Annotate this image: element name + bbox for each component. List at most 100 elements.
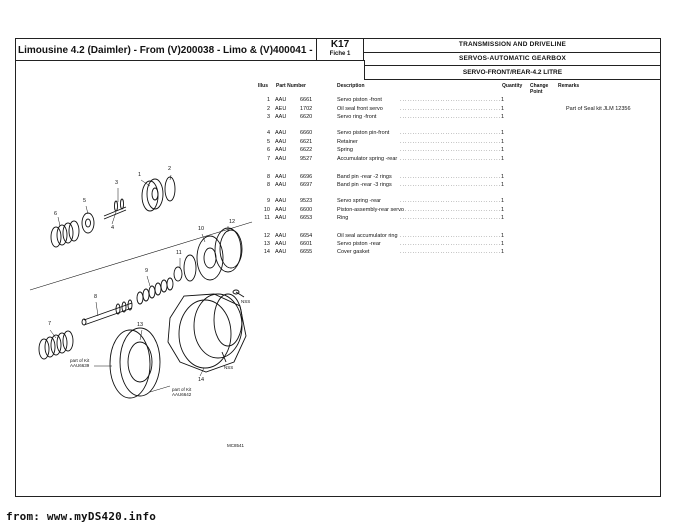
part-description: Oil seal front servo xyxy=(337,106,383,112)
col-illus: Illus xyxy=(258,83,269,89)
illustration-reference: MC8541 xyxy=(227,443,245,448)
callout-10: 10 xyxy=(198,226,205,232)
part-quantity: 1 xyxy=(501,207,505,213)
callout-5: 5 xyxy=(83,198,87,204)
part-quantity: 1 xyxy=(501,97,505,103)
callout-2: 2 xyxy=(168,166,172,172)
illus-number: 9 xyxy=(266,198,270,204)
fiche-number: Fiche 1 xyxy=(329,51,351,57)
part-prefix: AAU xyxy=(275,139,287,145)
part-description: Piston-assembly-rear servo xyxy=(337,207,404,213)
part-description: Retainer xyxy=(337,139,358,145)
callout-3: 3 xyxy=(115,180,119,186)
part-number: 6620 xyxy=(300,114,313,120)
part-prefix: AAU xyxy=(275,233,287,239)
group-box: TRANSMISSION AND DRIVELINE SERVOS-AUTOMA… xyxy=(364,38,661,66)
part-number: 6696 xyxy=(300,174,313,180)
part-description: Servo spring -rear xyxy=(337,198,382,204)
page-frame xyxy=(15,38,661,497)
dot-leader: ........................................… xyxy=(400,139,500,145)
part-description: Cover gasket xyxy=(337,249,370,255)
part-quantity: 1 xyxy=(501,156,505,162)
callout-6: 6 xyxy=(54,211,58,217)
dot-leader: ........................................… xyxy=(400,215,500,221)
illus-number: 3 xyxy=(266,114,270,120)
subgroup-title: SERVOS-AUTOMATIC GEARBOX xyxy=(458,55,566,62)
group-title: TRANSMISSION AND DRIVELINE xyxy=(364,38,661,53)
part-description: Band pin -rear -3 rings xyxy=(337,182,392,188)
dot-leader: ........................................… xyxy=(400,174,500,180)
leader-lines xyxy=(49,174,229,393)
source-footer: from: www.myDS420.info xyxy=(6,510,157,523)
part-prefix: AAU xyxy=(275,97,287,103)
callout-1: 1 xyxy=(138,172,142,178)
illus-number: 4 xyxy=(266,130,270,136)
ring-part xyxy=(173,266,183,282)
callout-14: 14 xyxy=(198,377,205,383)
illus-number: 7 xyxy=(266,156,270,162)
col-remarks: Remarks xyxy=(558,83,580,89)
part-quantity: 1 xyxy=(501,174,505,180)
spring-front-part xyxy=(50,220,80,248)
part-description: Band pin -rear -2 rings xyxy=(337,174,392,180)
part-number: 9523 xyxy=(300,198,313,204)
part-description: Accumulator spring -rear xyxy=(337,156,398,162)
illus-number: 11 xyxy=(264,215,270,221)
retainer-part xyxy=(81,212,95,234)
col-change-point-2: Point xyxy=(530,89,543,95)
dot-leader: ........................................… xyxy=(400,241,500,247)
kit-note-left-line1: part of Kit xyxy=(70,358,90,363)
part-prefix: AAU xyxy=(275,249,287,255)
rear-servo-piston-part xyxy=(109,327,161,399)
cover-gasket-part xyxy=(167,293,247,373)
part-prefix: AAU xyxy=(275,174,287,180)
axis-line xyxy=(29,221,253,291)
callout-13: 13 xyxy=(137,322,144,328)
part-quantity: 1 xyxy=(501,182,505,188)
callout-7: 7 xyxy=(48,321,52,327)
part-quantity: 1 xyxy=(501,139,505,145)
callout-nss-lower: NSS xyxy=(224,365,234,370)
section-title: SERVO-FRONT/REAR-4.2 LITRE xyxy=(364,66,661,80)
part-number: 6655 xyxy=(300,249,313,255)
part-description: Ring xyxy=(337,215,349,221)
part-number: 6621 xyxy=(300,139,313,145)
fiche-code: K17 xyxy=(330,39,350,50)
part-quantity: 1 xyxy=(501,114,505,120)
part-number: 6601 xyxy=(300,241,313,247)
part-prefix: AAU xyxy=(275,207,287,213)
part-description: Servo ring -front xyxy=(337,114,377,120)
part-prefix: AAU xyxy=(275,156,287,162)
part-prefix: AAU xyxy=(275,198,287,204)
dot-leader: ........................................… xyxy=(400,233,500,239)
part-quantity: 1 xyxy=(501,106,505,112)
rear-piston-assembly-part xyxy=(183,235,224,282)
kit-note-right-line2: AAU6642 xyxy=(172,392,192,397)
dot-leader: ........................................… xyxy=(400,106,500,112)
part-number: 6697 xyxy=(300,182,313,188)
dot-leader: ........................................… xyxy=(400,114,500,120)
part-prefix: AAU xyxy=(275,215,287,221)
dot-leader: ........................................… xyxy=(400,198,500,204)
dot-leader: ........................................… xyxy=(400,249,500,255)
illus-number: 1 xyxy=(266,97,270,103)
accumulator-spring-part xyxy=(38,330,74,360)
illus-number: 8 xyxy=(266,182,270,188)
part-quantity: 1 xyxy=(501,130,505,136)
col-description: Description xyxy=(337,83,365,89)
illus-number: 10 xyxy=(263,207,270,213)
col-change-point-1: Change xyxy=(530,83,549,89)
kit-note-left-line2: AAU6639 xyxy=(70,363,90,368)
part-description: Servo piston -front xyxy=(337,97,382,103)
part-number: 1702 xyxy=(300,106,313,112)
